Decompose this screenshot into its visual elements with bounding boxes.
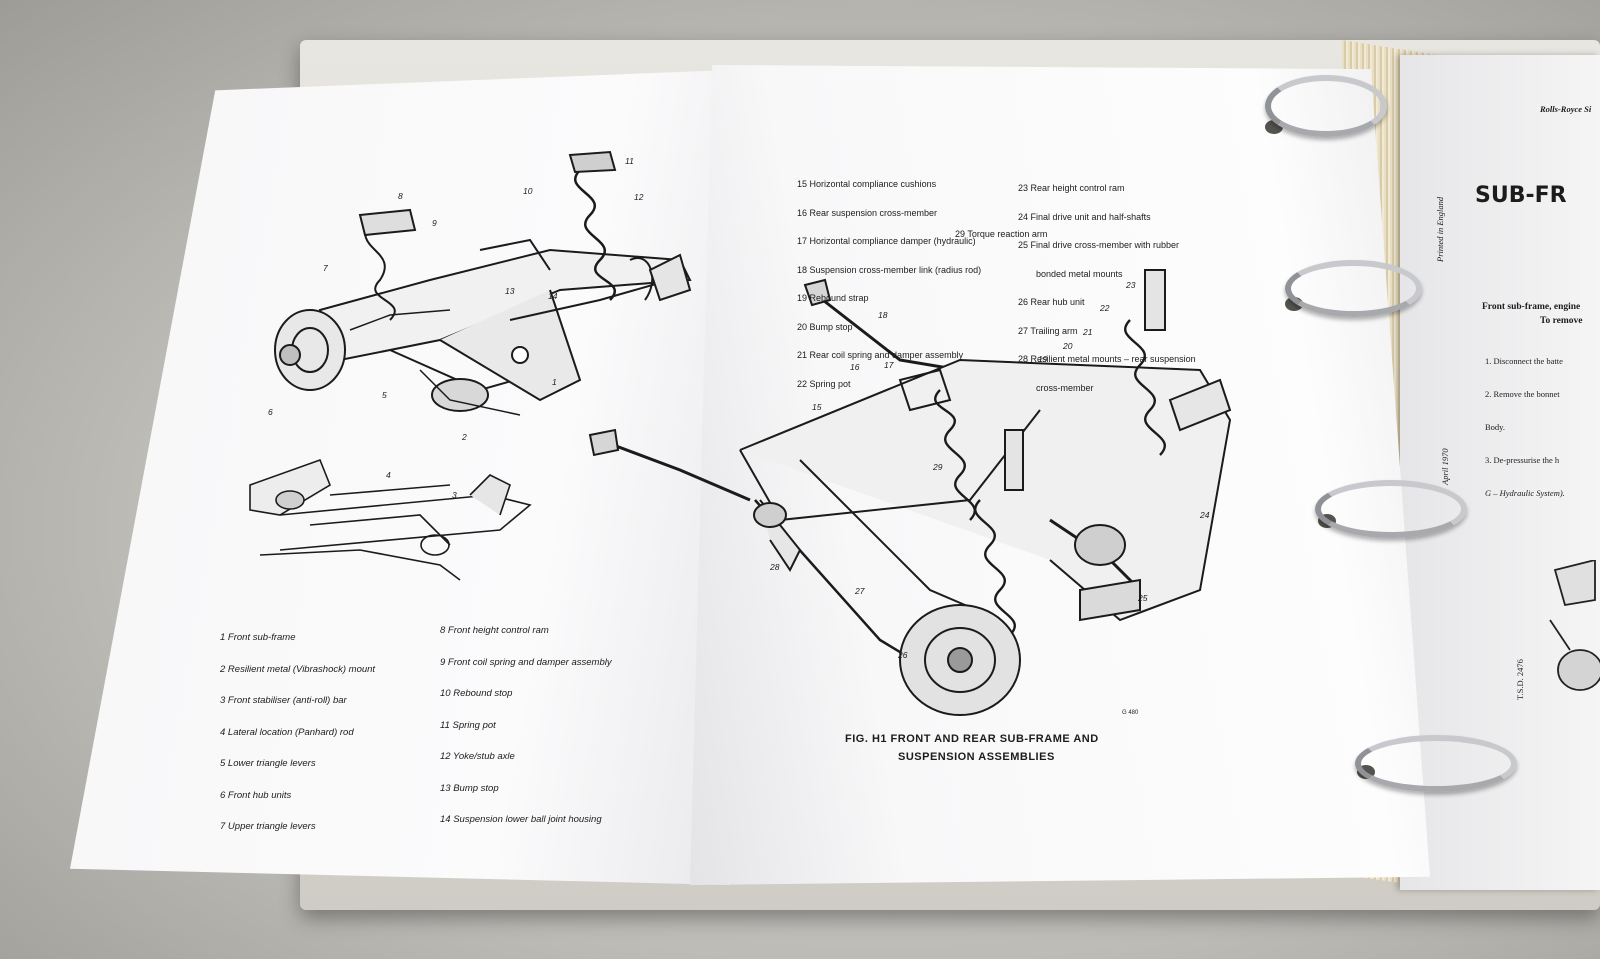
- legend-item: 9 Front coil spring and damper assembly: [440, 656, 612, 668]
- legend-item: 5 Lower triangle levers: [220, 758, 316, 769]
- far-page-title: SUB-FR: [1475, 183, 1567, 208]
- legend-item: 21 Rear coil spring and damper assembly: [797, 350, 964, 360]
- rear-legend-column-1: 15 Horizontal compliance cushions 16 Rea…: [797, 161, 981, 399]
- legend-item: 8 Front height control ram: [440, 625, 549, 636]
- callout-20: 20: [1063, 341, 1073, 351]
- far-page-drawing: [1549, 560, 1600, 691]
- step: 3. De-pressurise the h: [1485, 455, 1560, 465]
- step: 1. Disconnect the batte: [1485, 356, 1563, 366]
- figure-caption-line-2: SUSPENSION ASSEMBLIES: [898, 751, 1055, 763]
- legend-item: cross-member: [1036, 382, 1094, 393]
- binder-ring: [1315, 480, 1467, 538]
- legend-item: 2 Resilient metal (Vibrashock) mount: [220, 663, 376, 675]
- legend-item-29: 29 Torque reaction arm: [955, 229, 1048, 239]
- callout-18: 18: [878, 310, 888, 320]
- callout-27: 27: [855, 586, 865, 596]
- callout-21: 21: [1083, 327, 1093, 337]
- panhard-inset-drawing: [249, 458, 532, 581]
- callout-23: 23: [1126, 280, 1136, 290]
- callout-10: 10: [523, 186, 533, 196]
- legend-item: 11 Spring pot: [440, 719, 496, 731]
- legend-item: 25 Final drive cross-member with rubber: [1018, 240, 1180, 250]
- legend-item: 26 Rear hub unit: [1018, 297, 1085, 307]
- callout-24: 24: [1200, 510, 1210, 520]
- rear-suspension-drawing: [588, 269, 1232, 716]
- legend-item: 6 Front hub units: [220, 789, 292, 801]
- step: Body.: [1485, 422, 1505, 432]
- legend-item: 27 Trailing arm: [1018, 325, 1078, 336]
- callout-2: 2: [462, 432, 467, 442]
- front-legend-column-1: 1 Front sub-frame 2 Resilient metal (Vib…: [220, 612, 375, 843]
- callout-19: 19: [1038, 354, 1048, 364]
- far-page-heading-2: To remove: [1540, 316, 1583, 326]
- callout-5: 5: [382, 390, 387, 400]
- callout-1: 1: [552, 377, 557, 387]
- legend-item: 10 Rebound stop: [440, 688, 513, 699]
- front-suspension-drawing: [274, 150, 692, 416]
- drawing-reference: G 480: [1122, 710, 1139, 716]
- legend-item: 14 Suspension lower ball joint housing: [440, 814, 602, 825]
- legend-item: 3 Front stabiliser (anti-roll) bar: [220, 695, 347, 706]
- callout-6: 6: [268, 407, 273, 417]
- callout-26: 26: [898, 650, 908, 660]
- callout-29: 29: [933, 462, 943, 472]
- callout-25: 25: [1138, 593, 1148, 603]
- callout-15: 15: [812, 402, 822, 412]
- legend-item: 23 Rear height control ram: [1018, 183, 1125, 193]
- legend-item: 4 Lateral location (Panhard) rod: [220, 726, 354, 738]
- legend-item: bonded metal mounts: [1036, 268, 1123, 279]
- step: 2. Remove the bonnet: [1485, 389, 1560, 399]
- callout-7: 7: [323, 263, 328, 273]
- legend-item: 13 Bump stop: [440, 782, 499, 794]
- legend-item: 15 Horizontal compliance cushions: [797, 179, 937, 189]
- callout-8: 8: [398, 191, 403, 201]
- callout-3: 3: [452, 490, 457, 500]
- far-page-tsd: T.S.D. 2476: [1515, 659, 1525, 700]
- legend-item: 20 Bump stop: [797, 321, 853, 332]
- callout-9: 9: [432, 218, 437, 228]
- callout-28: 28: [770, 562, 780, 572]
- legend-item: 12 Yoke/stub axle: [440, 751, 515, 762]
- callout-14: 14: [548, 291, 558, 301]
- legend-item: 24 Final drive unit and half-shafts: [1018, 211, 1151, 222]
- binder-ring: [1265, 75, 1387, 137]
- far-page-date: April 1970: [1440, 448, 1450, 485]
- step: G – Hydraulic System).: [1485, 488, 1565, 498]
- legend-item: 17 Horizontal compliance damper (hydraul…: [797, 236, 976, 246]
- callout-12: 12: [634, 192, 644, 202]
- legend-item: 1 Front sub-frame: [220, 632, 296, 643]
- far-page-printed: Printed in England: [1435, 196, 1445, 262]
- callout-11: 11: [625, 156, 634, 166]
- legend-item: 22 Spring pot: [797, 378, 851, 389]
- legend-item: 7 Upper triangle levers: [220, 821, 316, 832]
- figure-caption-line-1: FIG. H1 FRONT AND REAR SUB-FRAME AND: [845, 733, 1099, 745]
- callout-17: 17: [884, 360, 894, 370]
- binder-ring: [1285, 260, 1422, 317]
- callout-22: 22: [1100, 303, 1110, 313]
- front-legend-column-2: 8 Front height control ram 9 Front coil …: [440, 605, 612, 836]
- callout-13: 13: [505, 286, 515, 296]
- far-page-header: Rolls-Royce Si: [1540, 104, 1592, 114]
- far-page-heading-1: Front sub-frame, engine: [1482, 302, 1581, 312]
- callout-16: 16: [850, 362, 860, 372]
- far-page-steps: 1. Disconnect the batte 2. Remove the bo…: [1485, 334, 1565, 510]
- legend-item: 16 Rear suspension cross-member: [797, 207, 938, 218]
- rear-legend-column-2: 23 Rear height control ram 24 Final driv…: [1018, 165, 1196, 403]
- legend-item: 18 Suspension cross-member link (radius …: [797, 264, 982, 275]
- binder-ring: [1355, 735, 1517, 792]
- callout-4: 4: [386, 470, 391, 480]
- legend-item: 19 Rebound strap: [797, 293, 869, 303]
- legend-item: 28 Resilient metal mounts – rear suspens…: [1018, 354, 1196, 364]
